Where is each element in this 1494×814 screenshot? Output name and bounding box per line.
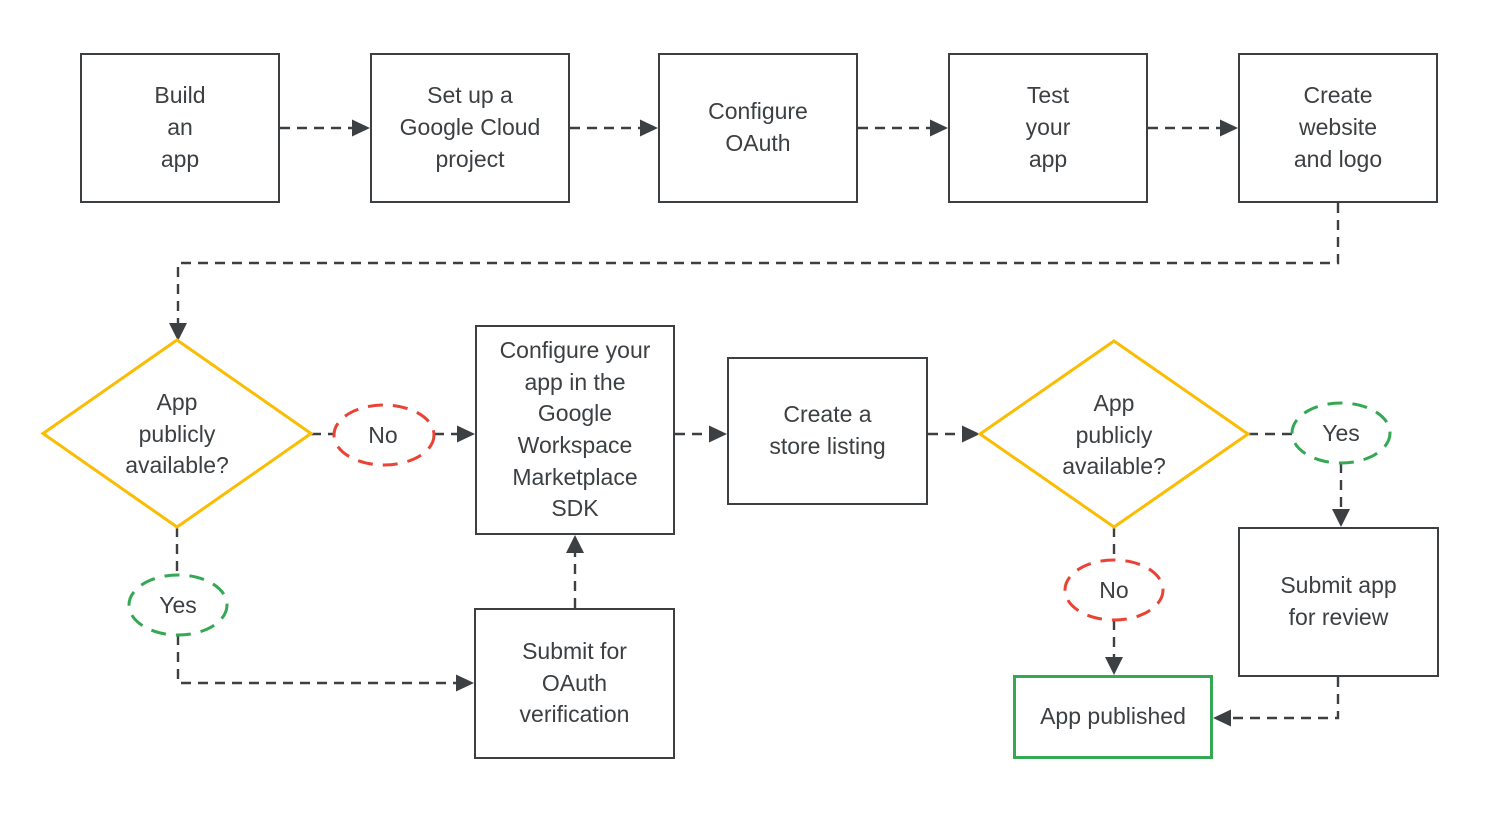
arrowhead-into-store [709, 425, 727, 443]
decision2-label: App publicly available? [1062, 390, 1166, 480]
arrowhead-into-test [930, 119, 948, 137]
no1-badge-shape [332, 403, 436, 467]
arrowhead-into-review [1332, 509, 1350, 527]
arrowhead-into-decision1 [169, 323, 187, 341]
no2-badge-label: No [1099, 577, 1129, 603]
decision2-diamond [977, 339, 1251, 529]
yes1-badge-label: Yes [159, 592, 197, 618]
node-create-website-and-logo: Create website and logo [1238, 53, 1438, 203]
node-build-an-app: Build an app [80, 53, 280, 203]
no2-badge-shape [1063, 558, 1165, 622]
node-test-your-app: Test your app [948, 53, 1148, 203]
yes2-badge-label: Yes [1322, 420, 1360, 446]
decision1-diamond [40, 338, 314, 529]
node-submit-app-for-review: Submit app for review [1238, 527, 1439, 677]
arrowhead-into-oauthsubmit [456, 674, 474, 692]
edge-website-to-decision1 [176, 203, 1340, 323]
yes2-badge-shape [1290, 401, 1392, 465]
decision1-label: App publicly available? [125, 389, 229, 479]
node-create-store-listing: Create a store listing [727, 357, 928, 505]
arrowhead-into-sdk-bottom [566, 535, 584, 553]
arrowhead-into-published-right [1213, 709, 1231, 727]
edge-review-to-published [1231, 677, 1340, 720]
arrowhead-into-oauth [640, 119, 658, 137]
yes1-badge-shape [127, 573, 229, 637]
arrowhead-into-published-top [1105, 657, 1123, 675]
arrowhead-into-website [1220, 119, 1238, 137]
arrowhead-into-gcp [352, 119, 370, 137]
no1-badge-label: No [368, 422, 398, 448]
arrowhead-into-sdk [457, 425, 475, 443]
edge-yes1-to-oauthsubmit [176, 635, 456, 685]
node-setup-google-cloud: Set up a Google Cloud project [370, 53, 570, 203]
node-configure-marketplace-sdk: Configure your app in the Google Workspa… [475, 325, 675, 535]
node-app-published: App published [1013, 675, 1213, 759]
node-submit-oauth-verification: Submit for OAuth verification [474, 608, 675, 759]
arrowhead-into-decision2 [962, 425, 980, 443]
node-configure-oauth: Configure OAuth [658, 53, 858, 203]
